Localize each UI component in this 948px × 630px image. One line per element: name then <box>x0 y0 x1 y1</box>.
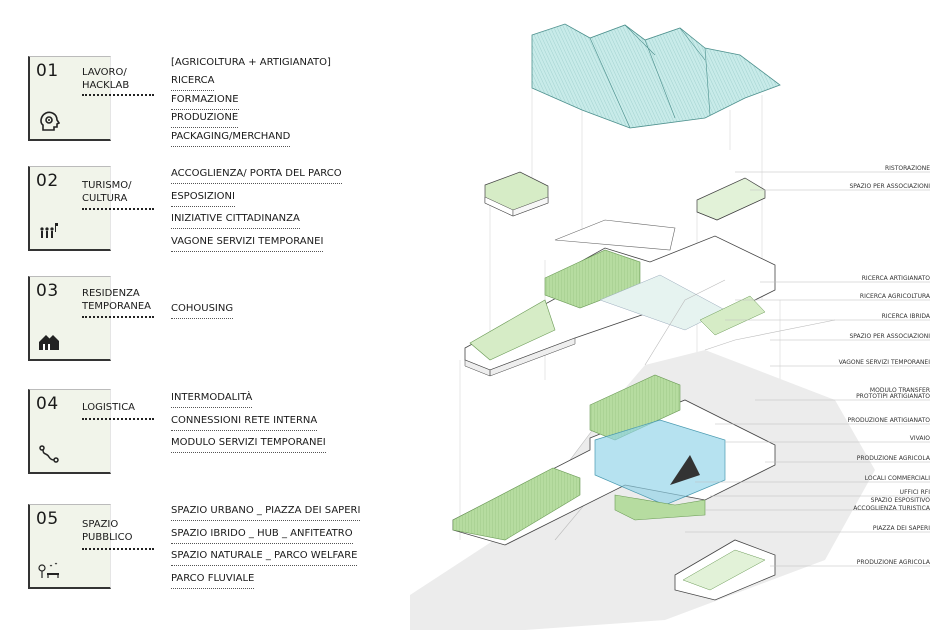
first-floor-plan <box>464 219 776 377</box>
category-box-05: 05 <box>28 504 111 589</box>
callout-label: PRODUZIONE AGRICOLA <box>857 559 931 566</box>
category-box-03: 03 <box>28 276 111 361</box>
callout-label: RISTORAZIONE <box>885 165 930 172</box>
callout-label: RICERCA ARTIGIANATO <box>862 275 931 282</box>
people-group-icon <box>40 223 58 238</box>
category-number: 02 <box>36 171 59 191</box>
callout-label: PRODUZIONE AGRICOLA <box>857 455 931 462</box>
callout-label: PRODUZIONE ARTIGIANATO <box>847 417 930 424</box>
category-number: 01 <box>36 61 59 81</box>
callout-label: RICERCA IBRIDA <box>882 313 931 320</box>
category-dotted-line <box>82 548 154 550</box>
callout-label: ACCOGLIENZA TURISTICA <box>853 505 931 512</box>
sub-item: PRODUZIONE <box>171 111 361 130</box>
sub-item: RICERCA <box>171 74 361 93</box>
callout-label: VIVAIO <box>910 435 930 442</box>
sub-item: [AGRICOLTURA + ARTIGIANATO] <box>171 57 331 68</box>
sub-item: ACCOGLIENZA/ PORTA DEL PARCO <box>171 167 361 190</box>
category-number: 05 <box>36 509 59 529</box>
park-bench-icon <box>38 562 59 578</box>
callout-label: SPAZIO PER ASSOCIAZIONI <box>849 183 930 190</box>
sawtooth-roof <box>531 23 781 129</box>
category-number: 04 <box>36 394 59 414</box>
callout-label: PROTOTIPI ARTIGIANATO <box>856 393 930 400</box>
exploded-axonometric-diagram: RISTORAZIONE SPAZIO PER ASSOCIAZIONI RIC… <box>410 23 931 630</box>
category-dotted-line <box>82 418 154 420</box>
sub-list-02: ACCOGLIENZA/ PORTA DEL PARCO ESPOSIZIONI… <box>171 167 361 257</box>
sub-item: FORMAZIONE <box>171 93 361 112</box>
category-title-05: SPAZIO PUBBLICO <box>82 519 133 543</box>
sub-item: SPAZIO NATURALE _ PARCO WELFARE <box>171 549 361 572</box>
callout-label: MODULO TRANSFER <box>870 387 930 394</box>
callout-leader-lines <box>685 171 930 567</box>
houses-icon <box>39 335 59 350</box>
callout-label: PIAZZA DEI SAPERI <box>873 525 930 532</box>
ground-floor-plan <box>410 279 875 630</box>
category-title-01: LAVORO/ HACKLAB <box>82 67 130 91</box>
head-gear-icon <box>40 111 60 131</box>
sub-item: COHOUSING <box>171 302 361 325</box>
callout-label: SPAZIO PER ASSOCIAZIONI <box>849 333 930 340</box>
sub-list-01: [AGRICOLTURA + ARTIGIANATO] RICERCA FORM… <box>171 56 361 148</box>
sub-item: ESPOSIZIONI <box>171 190 361 213</box>
sub-item: SPAZIO URBANO _ PIAZZA DEI SAPERI <box>171 504 361 527</box>
callout-label: SPAZIO ESPOSITIVO <box>871 497 931 504</box>
category-dotted-line <box>82 316 154 318</box>
sub-list-04: INTERMODALITÀ CONNESSIONI RETE INTERNA M… <box>171 391 361 459</box>
category-title-04: LOGISTICA <box>82 402 136 413</box>
category-number: 03 <box>36 281 59 301</box>
sub-item: PACKAGING/MERCHAND <box>171 130 361 149</box>
sub-item: VAGONE SERVIZI TEMPORANEI <box>171 235 361 258</box>
sub-item: CONNESSIONI RETE INTERNA <box>171 414 361 437</box>
category-title-03: RESIDENZA TEMPORANEA <box>82 288 151 312</box>
callout-label: LOCALI COMMERCIALI <box>865 475 930 482</box>
upper-floor-modules <box>484 171 766 221</box>
callout-label: RICERCA AGRICOLTURA <box>860 293 931 300</box>
route-icon <box>39 445 59 463</box>
category-box-04: 04 <box>28 389 111 474</box>
sub-item: SPAZIO IBRIDO _ HUB _ ANFITEATRO <box>171 527 361 550</box>
category-box-01: 01 <box>28 56 111 141</box>
sub-list-03: COHOUSING <box>171 302 361 325</box>
category-title-02: TURISMO/ CULTURA <box>82 180 132 204</box>
sub-item: PARCO FLUVIALE <box>171 572 361 595</box>
category-dotted-line <box>82 94 154 96</box>
category-dotted-line <box>82 208 154 210</box>
sub-item: INIZIATIVE CITTADINANZA <box>171 212 361 235</box>
callout-labels: RISTORAZIONE SPAZIO PER ASSOCIAZIONI RIC… <box>839 165 931 566</box>
sub-item: INTERMODALITÀ <box>171 391 361 414</box>
sub-list-05: SPAZIO URBANO _ PIAZZA DEI SAPERI SPAZIO… <box>171 504 361 594</box>
callout-label: UFFICI RFI <box>900 489 931 496</box>
callout-label: VAGONE SERVIZI TEMPORANEI <box>839 359 931 366</box>
sub-item: MODULO SERVIZI TEMPORANEI <box>171 436 361 459</box>
